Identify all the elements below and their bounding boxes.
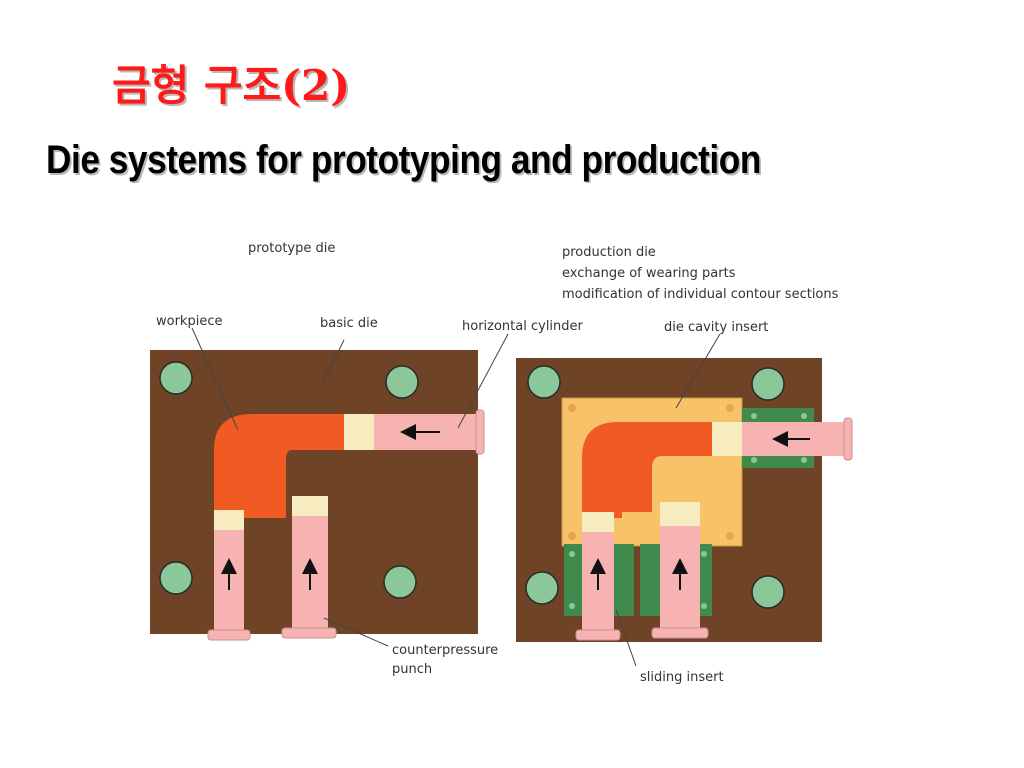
slide-title-english: Die systems for prototyping and producti… — [46, 138, 761, 182]
punch-seal — [214, 510, 244, 530]
leader-horizontal-cylinder — [457, 333, 509, 429]
prototype-die-diagram — [150, 327, 509, 647]
leader-basic-die — [321, 339, 345, 385]
screw — [568, 532, 576, 540]
screw — [568, 404, 576, 412]
bolt-hole — [159, 361, 193, 395]
screw — [569, 603, 575, 609]
screw — [801, 413, 807, 419]
label-sliding-insert: sliding insert — [640, 670, 724, 685]
workpiece-shape — [582, 422, 712, 518]
label-modification: modification of individual contour secti… — [562, 287, 839, 302]
bolt-hole — [527, 365, 561, 399]
punch-flange — [207, 629, 251, 641]
die-systems-figure: prototype die production die exchange of… — [146, 218, 870, 692]
bolt-hole — [385, 365, 419, 399]
production-die-diagram — [516, 333, 853, 667]
screw — [801, 457, 807, 463]
label-exchange-parts: exchange of wearing parts — [562, 266, 736, 281]
screw — [701, 551, 707, 557]
screw — [751, 413, 757, 419]
label-horizontal-cylinder: horizontal cylinder — [462, 319, 584, 334]
leader-counterpressure — [323, 617, 389, 647]
slide-title-korean: 금형 구조(2) — [112, 61, 351, 110]
bolt-hole — [525, 571, 559, 605]
cylinder-seal — [344, 414, 374, 450]
screw — [726, 532, 734, 540]
cylinder-flange — [475, 409, 485, 455]
label-punch: punch — [392, 662, 432, 677]
workpiece-shape — [214, 414, 344, 518]
label-die-cavity-insert: die cavity insert — [664, 320, 768, 335]
screw — [751, 457, 757, 463]
punch-seal — [582, 512, 614, 532]
label-production-die: production die — [562, 245, 656, 260]
bolt-hole — [383, 565, 417, 599]
punch-flange — [281, 627, 337, 639]
screw — [569, 551, 575, 557]
label-counterpressure: counterpressure — [392, 643, 498, 658]
screw — [701, 603, 707, 609]
label-basic-die: basic die — [320, 316, 378, 331]
punch-seal — [292, 496, 328, 516]
punch-flange — [575, 629, 621, 641]
punch-flange — [651, 627, 709, 639]
bolt-hole — [751, 367, 785, 401]
leader-sliding-insert — [615, 609, 637, 667]
bolt-hole — [751, 575, 785, 609]
screw — [726, 404, 734, 412]
label-prototype-die: prototype die — [248, 241, 335, 256]
cylinder-seal — [712, 422, 742, 456]
label-workpiece: workpiece — [156, 314, 222, 329]
cylinder-flange — [843, 417, 853, 461]
punch-seal — [660, 502, 700, 526]
leader-workpiece — [191, 327, 239, 431]
bolt-hole — [159, 561, 193, 595]
leader-die-cavity-insert — [675, 333, 721, 409]
